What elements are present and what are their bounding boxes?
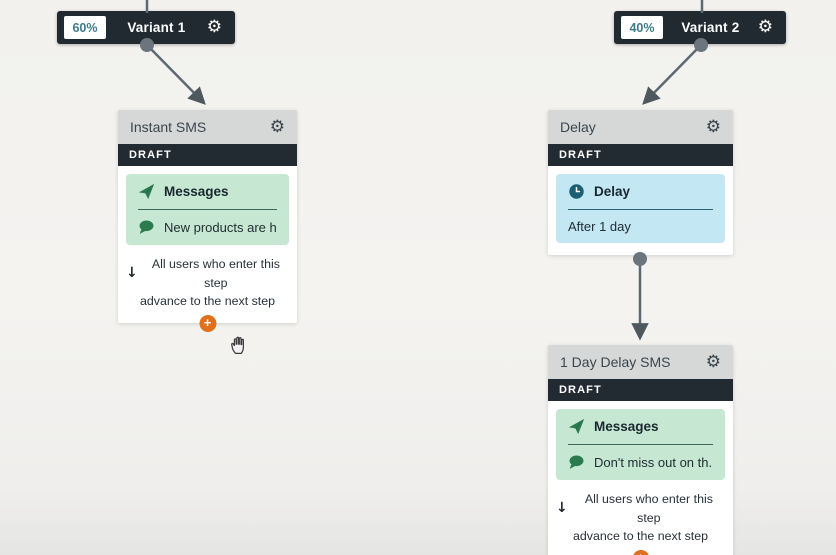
- divider: [568, 444, 713, 445]
- hand-cursor-icon: [231, 336, 245, 354]
- add-step-button[interactable]: +: [199, 314, 216, 332]
- card-title: 1 Day Delay SMS: [560, 354, 671, 370]
- message-heading: Delay: [594, 184, 631, 199]
- connector-variant2-to-delay: [642, 44, 702, 105]
- gear-icon[interactable]: ⚙: [757, 17, 773, 37]
- gear-icon[interactable]: ⚙: [206, 17, 222, 37]
- step-advance-note: ↓ All users who enter this step advance …: [556, 490, 725, 546]
- card-title: Delay: [560, 119, 596, 135]
- chat-bubble-icon: [139, 220, 154, 234]
- card-header: Instant SMS ⚙: [118, 110, 297, 144]
- footer-line1: All users who enter this step: [584, 492, 713, 525]
- delay-duration: After 1 day: [568, 219, 631, 234]
- footer-line2: advance to the next step: [139, 294, 275, 309]
- status-badge: DRAFT: [548, 144, 733, 166]
- gear-icon[interactable]: ⚙: [705, 116, 721, 137]
- card-body: Delay After 1 day: [548, 166, 733, 255]
- step-card-delay[interactable]: Delay ⚙ DRAFT Delay After 1 day: [548, 110, 733, 255]
- message-heading: Messages: [164, 184, 229, 199]
- card-body: Messages New products are h... ↓ All use…: [118, 166, 297, 323]
- variant-2-badge[interactable]: 40% Variant 2 ⚙: [614, 11, 786, 44]
- gear-icon[interactable]: ⚙: [269, 116, 285, 137]
- add-step-button[interactable]: +: [632, 549, 649, 555]
- messages-box[interactable]: Messages New products are h...: [126, 174, 289, 245]
- down-arrow-icon: ↓: [556, 500, 568, 517]
- footer-line2: advance to the next step: [572, 529, 708, 544]
- chat-bubble-icon: [569, 455, 584, 469]
- step-advance-note: ↓ All users who enter this step advance …: [126, 255, 289, 311]
- message-preview: Don't miss out on th...: [594, 455, 713, 470]
- step-card-day-delay-sms[interactable]: 1 Day Delay SMS ⚙ DRAFT Messages: [548, 345, 733, 555]
- message-heading: Messages: [594, 419, 659, 434]
- status-badge: DRAFT: [548, 379, 733, 401]
- down-arrow-icon: ↓: [126, 265, 138, 282]
- delay-box[interactable]: Delay After 1 day: [556, 174, 725, 243]
- variant-1-label: Variant 1: [127, 20, 186, 35]
- paper-plane-icon: [568, 418, 585, 435]
- connector-variant1-to-instant-sms: [146, 44, 206, 105]
- step-card-instant-sms[interactable]: Instant SMS ⚙ DRAFT Messages: [118, 110, 297, 332]
- card-header: 1 Day Delay SMS ⚙: [548, 345, 733, 379]
- variant-2-label: Variant 2: [681, 20, 740, 35]
- variant-2-percent: 40%: [621, 16, 663, 39]
- variant-1-badge[interactable]: 60% Variant 1 ⚙: [57, 11, 235, 44]
- variant-1-percent: 60%: [64, 16, 106, 39]
- card-header: Delay ⚙: [548, 110, 733, 144]
- gear-icon[interactable]: ⚙: [705, 351, 721, 372]
- divider: [138, 209, 277, 210]
- card-body: Messages Don't miss out on th... ↓ All u…: [548, 401, 733, 555]
- message-preview: New products are h...: [164, 220, 277, 235]
- clock-icon: [569, 184, 584, 199]
- paper-plane-icon: [138, 183, 155, 200]
- divider: [568, 209, 713, 210]
- status-badge: DRAFT: [118, 144, 297, 166]
- footer-line1: All users who enter this step: [151, 257, 280, 290]
- messages-box[interactable]: Messages Don't miss out on th...: [556, 409, 725, 480]
- card-title: Instant SMS: [130, 119, 207, 135]
